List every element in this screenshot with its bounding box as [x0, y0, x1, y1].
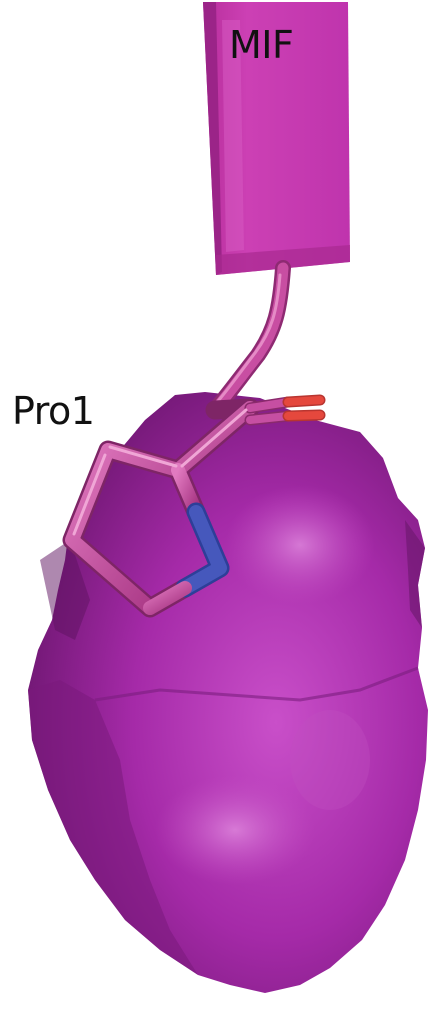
mif-label: MIF [229, 26, 293, 64]
backbone-tube [213, 268, 283, 410]
pro1-label: Pro1 [12, 392, 94, 430]
